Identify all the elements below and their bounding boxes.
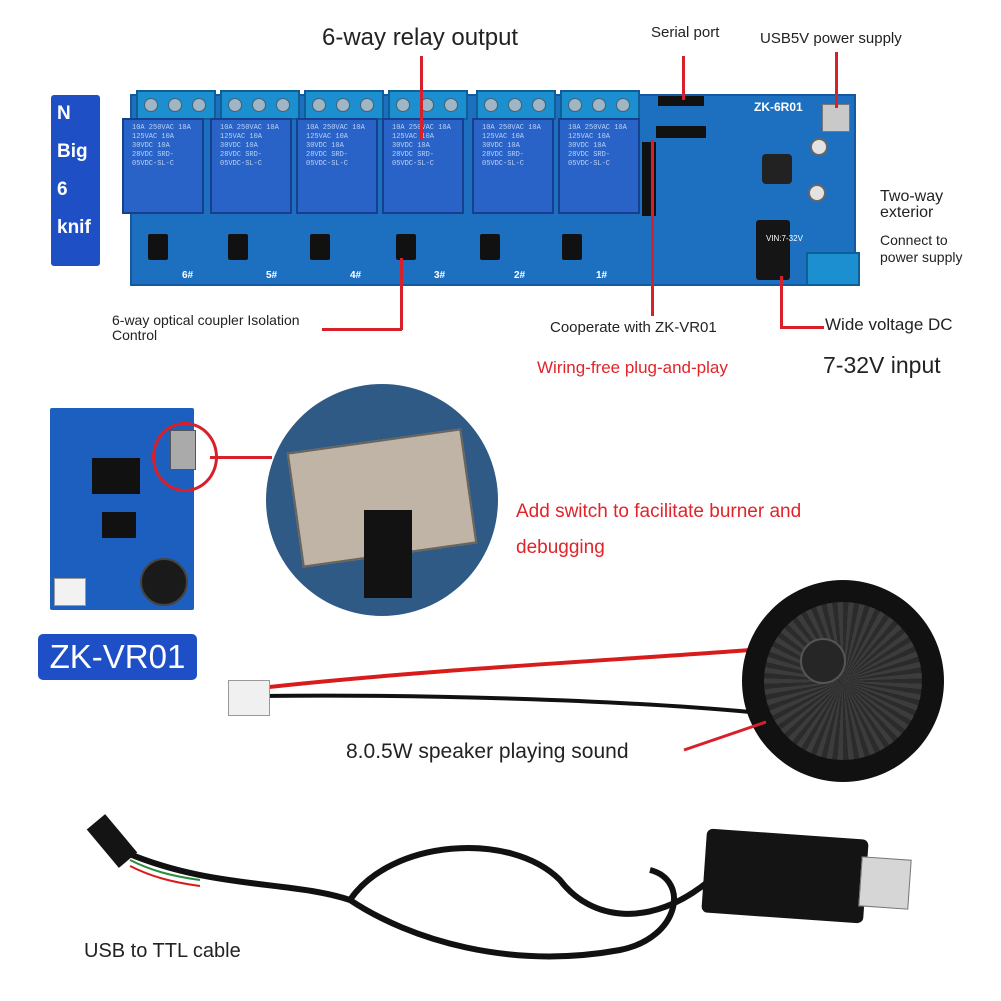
connect-power-label: Connect to power supply xyxy=(880,232,963,265)
optocoupler xyxy=(480,234,500,260)
usb-power-label: USB5V power supply xyxy=(760,30,902,47)
relay-marking: 10A 250VAC 10A 125VAC 10A 30VDC 10A 28VD… xyxy=(220,124,279,168)
screw-terminal xyxy=(388,90,468,120)
callout-line xyxy=(210,456,272,459)
switch-note: Add switch to facilitate burner and debu… xyxy=(516,501,802,558)
switch-knob xyxy=(364,510,412,598)
board-model: ZK-6R01 xyxy=(754,100,803,114)
callout-line xyxy=(780,276,783,328)
speaker-cone xyxy=(764,602,922,760)
speaker-connector xyxy=(54,578,86,606)
pin-header-horizontal xyxy=(656,126,706,138)
side-tag-line-2: Big xyxy=(57,141,88,162)
power-terminal xyxy=(806,252,860,286)
relay-marking: 10A 250VAC 10A 125VAC 10A 30VDC 10A 28VD… xyxy=(306,124,365,168)
voltage-input-label: 7-32V input xyxy=(823,352,941,378)
speaker-wires xyxy=(259,648,751,714)
wiring-free-label: Wiring-free plug-and-play xyxy=(537,358,728,377)
optocoupler xyxy=(310,234,330,260)
highlight-ring xyxy=(152,422,218,492)
relay-output-label: 6-way relay output xyxy=(322,24,519,51)
module-badge: ZK-VR01 xyxy=(38,634,197,680)
usb-ttl-adapter xyxy=(701,828,869,924)
screw-terminal xyxy=(136,90,216,120)
callout-line xyxy=(651,140,654,316)
screw-terminal xyxy=(560,90,640,120)
chip xyxy=(102,512,136,538)
callout-line xyxy=(322,328,402,331)
relay: 10A 250VAC 10A 125VAC 10A 30VDC 10A 28VD… xyxy=(558,118,640,214)
jst-plug xyxy=(228,680,270,716)
speaker-callout xyxy=(683,720,767,752)
relay-marking: 10A 250VAC 10A 125VAC 10A 30VDC 10A 28VD… xyxy=(568,124,627,168)
channel-label: 5# xyxy=(266,270,278,281)
channel-label: 6# xyxy=(182,270,194,281)
speaker-center xyxy=(800,638,846,684)
two-way-exterior-label: Two-way exterior xyxy=(880,188,944,221)
callout-line xyxy=(420,56,423,140)
cooperate-label: Cooperate with ZK-VR01 xyxy=(550,319,717,336)
optocoupler xyxy=(396,234,416,260)
usb-ttl-label: USB to TTL cable xyxy=(84,940,241,962)
relay-board: 10A 250VAC 10A 125VAC 10A 30VDC 10A 28VD… xyxy=(122,90,860,286)
capacitor xyxy=(810,138,828,156)
wide-voltage-label: Wide voltage DC xyxy=(825,315,953,334)
channel-label: 1# xyxy=(596,270,608,281)
inductor xyxy=(762,154,792,184)
relay: 10A 250VAC 10A 125VAC 10A 30VDC 10A 28VD… xyxy=(296,118,378,214)
relay-marking: 10A 250VAC 10A 125VAC 10A 30VDC 10A 28VD… xyxy=(132,124,191,168)
side-tag-line-4: knif xyxy=(57,217,91,238)
callout-line xyxy=(400,258,403,330)
side-tag: N Big 6 knif xyxy=(51,95,100,266)
optical-coupler-label: 6-way optical coupler Isolation Control xyxy=(112,312,300,343)
optocoupler xyxy=(562,234,582,260)
relay-marking: 10A 250VAC 10A 125VAC 10A 30VDC 10A 28VD… xyxy=(482,124,541,168)
optocoupler xyxy=(228,234,248,260)
relay: 10A 250VAC 10A 125VAC 10A 30VDC 10A 28VD… xyxy=(210,118,292,214)
channel-label: 4# xyxy=(350,270,362,281)
side-tag-line-3: 6 xyxy=(57,179,68,200)
channel-label: 3# xyxy=(434,270,446,281)
optocoupler xyxy=(148,234,168,260)
screw-terminal xyxy=(220,90,300,120)
vin-marking: VIN:7-32V xyxy=(766,234,803,243)
microphone xyxy=(140,558,188,606)
micro-usb-port xyxy=(822,104,850,132)
chip xyxy=(92,458,140,494)
voice-module-board xyxy=(50,408,196,610)
screw-terminal xyxy=(304,90,384,120)
dc-jack xyxy=(756,220,790,280)
callout-line xyxy=(682,56,685,100)
callout-line xyxy=(835,52,838,108)
serial-header xyxy=(658,96,704,106)
channel-label: 2# xyxy=(514,270,526,281)
switch-closeup xyxy=(266,384,498,616)
screw-terminal xyxy=(476,90,556,120)
side-tag-line-1: N xyxy=(57,103,71,124)
capacitor xyxy=(808,184,826,202)
relay-marking: 10A 250VAC 10A 125VAC 10A 30VDC 10A 28VD… xyxy=(392,124,451,168)
speaker xyxy=(742,580,944,782)
relay: 10A 250VAC 10A 125VAC 10A 30VDC 10A 28VD… xyxy=(122,118,204,214)
relay: 10A 250VAC 10A 125VAC 10A 30VDC 10A 28VD… xyxy=(472,118,554,214)
usb-ttl-cable-wire xyxy=(118,845,712,960)
speaker-label: 8.0.5W speaker playing sound xyxy=(346,740,629,763)
serial-port-label: Serial port xyxy=(651,24,720,41)
usb-a-plug xyxy=(858,856,912,910)
callout-line xyxy=(780,326,824,329)
relay: 10A 250VAC 10A 125VAC 10A 30VDC 10A 28VD… xyxy=(382,118,464,214)
